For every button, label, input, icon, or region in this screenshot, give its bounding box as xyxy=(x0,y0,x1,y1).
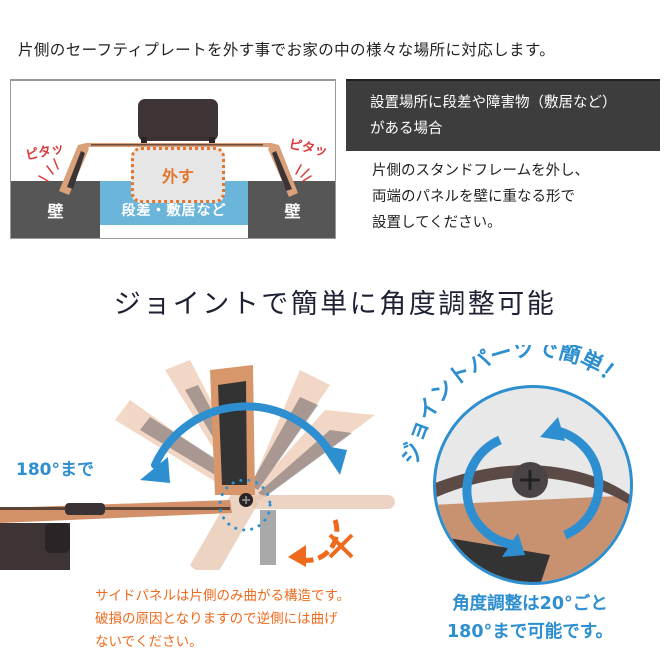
case-heading-box: 設置場所に段差や障害物（敷居など） がある場合 xyxy=(346,79,660,151)
wall-left-block: 壁 xyxy=(11,181,100,238)
case-heading-line1: 設置場所に段差や障害物（敷居など） xyxy=(370,95,617,111)
warning-text: サイドパネルは片側のみ曲がる構造です。 破損の原因となりますので逆側には曲げ な… xyxy=(95,585,350,654)
warning-line2: 破損の原因となりますので逆側には曲げ xyxy=(95,611,338,627)
intro-text: 片側のセーフティプレートを外す事でお家の中の様々な場所に対応します。 xyxy=(18,41,556,59)
gate-illustration xyxy=(38,99,312,197)
case-description: 片側のスタンドフレームを外し、 両端のパネルを壁に重なる形で 設置してください。 xyxy=(372,158,589,236)
warning-line3: ないでください。 xyxy=(95,634,203,650)
install-diagram: 壁 段差・敷居など 壁 外す ピタッ ピタッ xyxy=(10,79,336,239)
joint-detail-text: 角度調整は20°ごと 180°まで可能です。 xyxy=(390,590,670,646)
joint-section-title: ジョイントで簡単に角度調整可能 xyxy=(113,289,557,320)
step-label: 段差・敷居など xyxy=(121,203,227,219)
case-desc-line1: 片側のスタンドフレームを外し、 xyxy=(372,163,590,179)
case-desc-line2: 両端のパネルを壁に重なる形で xyxy=(372,189,575,205)
joint-fan-illustration xyxy=(0,360,395,570)
case-heading-line2: がある場合 xyxy=(370,121,443,137)
joint-detail-line2: 180°まで可能です。 xyxy=(446,622,614,642)
remove-label: 外す xyxy=(161,167,194,186)
range-label: 180°まで xyxy=(16,460,94,480)
wall-right-label: 壁 xyxy=(284,202,301,221)
removed-frame-marker: 外す xyxy=(131,147,225,203)
joint-detail-line1: 角度調整は20°ごと xyxy=(452,594,608,614)
joint-closeup-badge: ジョイントパーツで簡単！ xyxy=(399,345,633,585)
warning-line1: サイドパネルは片側のみ曲がる構造です。 xyxy=(95,588,351,604)
case-desc-line3: 設置してください。 xyxy=(372,215,502,231)
wall-left-label: 壁 xyxy=(47,202,64,221)
